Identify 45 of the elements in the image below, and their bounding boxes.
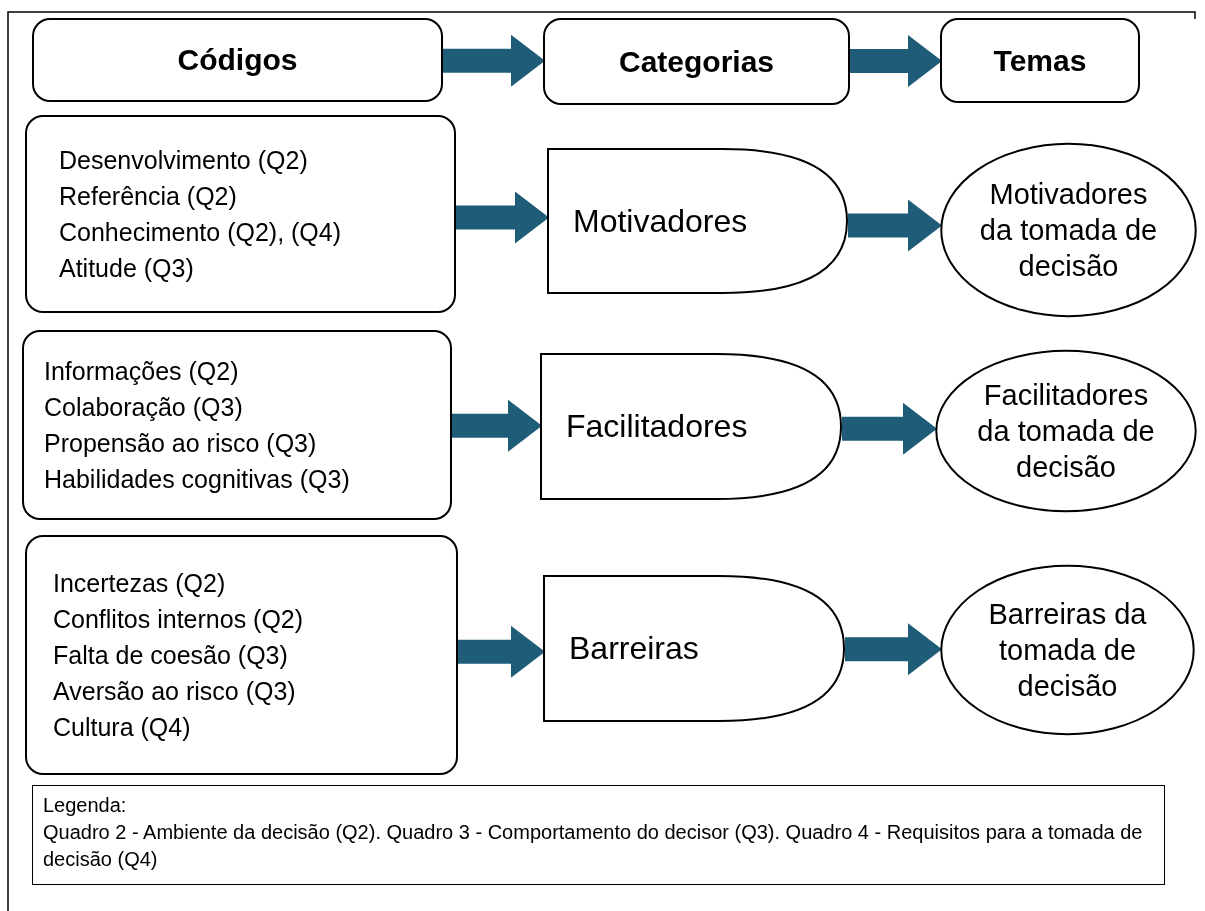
legend-title: Legenda: — [43, 793, 128, 818]
block-arrow — [850, 35, 942, 87]
category-label: Motivadores — [572, 202, 748, 240]
theme-label: Facilitadores da tomada de decisão — [976, 378, 1156, 485]
block-arrow — [845, 623, 942, 676]
legend-box — [32, 785, 1165, 885]
block-arrow — [842, 402, 937, 455]
column-heading: Categorias — [618, 44, 775, 79]
code-item: Conhecimento (Q2), (Q4) — [59, 217, 342, 248]
category-shape — [547, 148, 848, 294]
theme-ellipse — [935, 350, 1197, 512]
block-arrow — [456, 191, 549, 244]
theme-label: Motivadores da tomada de decisão — [978, 177, 1159, 284]
code-item: Incertezas (Q2) — [53, 568, 226, 599]
code-item: Atitude (Q3) — [59, 253, 194, 284]
header-box — [32, 18, 443, 102]
code-item: Habilidades cognitivas (Q3) — [44, 464, 350, 495]
theme-ellipse — [940, 565, 1195, 735]
code-item: Conflitos internos (Q2) — [53, 604, 304, 635]
category-shape — [543, 575, 845, 722]
header-box — [543, 18, 850, 105]
code-item: Cultura (Q4) — [53, 712, 191, 743]
code-item: Desenvolvimento (Q2) — [59, 145, 308, 176]
category-shape — [540, 353, 842, 500]
block-arrow — [458, 625, 545, 678]
code-list-box — [25, 535, 458, 775]
code-item: Falta de coesão (Q3) — [53, 640, 288, 671]
code-item: Referência (Q2) — [59, 181, 237, 212]
code-item: Aversão ao risco (Q3) — [53, 676, 296, 707]
code-item: Propensão ao risco (Q3) — [44, 428, 317, 459]
block-arrow — [848, 199, 942, 252]
code-item: Colaboração (Q3) — [44, 392, 243, 423]
legend-note: Quadro 2 - Ambiente da decisão (Q2). Quadro 3 - Comportamento do decisor (Q3). Quadro 4 - Requisitos para a tomada de decisão (Q4) — [43, 820, 1144, 872]
code-list-box — [25, 115, 456, 313]
theme-ellipse — [940, 143, 1197, 317]
code-list-box — [22, 330, 452, 520]
header-box — [940, 18, 1140, 103]
column-heading: Códigos — [177, 43, 298, 77]
code-item: Informações (Q2) — [44, 356, 239, 387]
block-arrow — [443, 34, 545, 87]
category-label: Facilitadores — [565, 408, 748, 445]
theme-label: Barreiras da tomada de decisão — [987, 597, 1148, 704]
block-arrow — [452, 399, 542, 452]
category-label: Barreiras — [568, 630, 699, 667]
column-heading: Temas — [993, 43, 1087, 78]
